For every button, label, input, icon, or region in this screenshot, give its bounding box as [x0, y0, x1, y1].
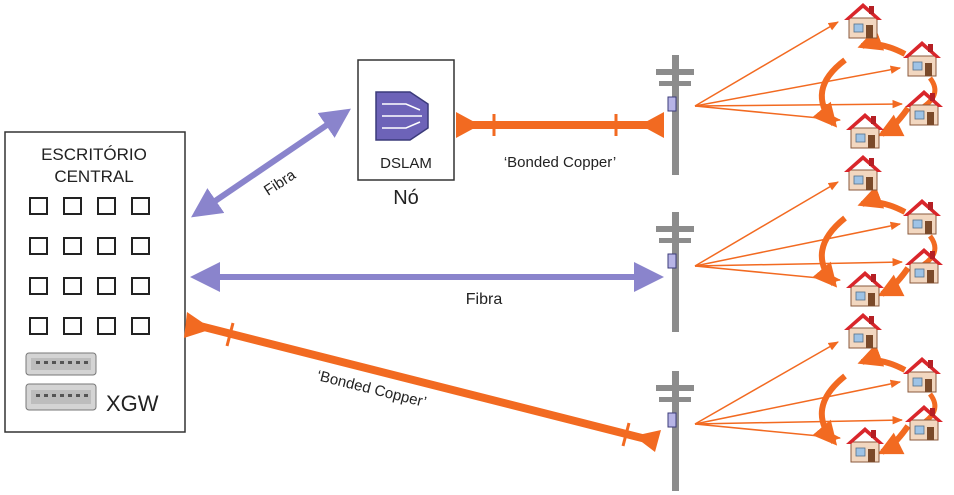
house-icon — [843, 2, 883, 39]
port-icon — [29, 197, 48, 215]
port-icon — [131, 277, 150, 295]
drop-cluster-1 — [694, 2, 944, 149]
copper-link-node-pole — [456, 112, 664, 138]
port-icon — [29, 317, 48, 335]
fiber-label-node: Fibra — [261, 166, 299, 199]
central-office: ESCRITÓRIO CENTRAL — [4, 131, 186, 433]
fiber-link-to-node — [191, 108, 351, 218]
copper-link-office-pole — [184, 312, 661, 452]
port-icon — [131, 197, 150, 215]
central-office-title-line1: ESCRITÓRIO — [41, 145, 147, 164]
house-icon — [843, 154, 883, 191]
port-icon — [97, 237, 116, 255]
drop-cluster-3 — [694, 312, 944, 463]
port-icon — [131, 317, 150, 335]
port-icon — [97, 277, 116, 295]
port-icon — [131, 237, 150, 255]
central-office-title-line2: CENTRAL — [54, 167, 133, 186]
house-icon — [843, 312, 883, 349]
port-icon — [97, 197, 116, 215]
central-office-box — [4, 131, 186, 433]
port-icon — [63, 317, 82, 335]
fiber-label-direct: Fibra — [466, 291, 503, 308]
house-icon — [845, 112, 885, 149]
house-icon — [845, 270, 885, 307]
house-icon — [902, 356, 942, 393]
utility-pole-icon — [655, 212, 695, 332]
house-icon — [904, 89, 944, 126]
dslam-node: DSLAM Nó — [357, 59, 455, 209]
port-icon — [63, 277, 82, 295]
port-icon — [29, 277, 48, 295]
house-icon — [845, 426, 885, 463]
port-grid — [29, 197, 150, 335]
copper-label-office: ‘Bonded Copper’ — [315, 367, 428, 411]
house-icon — [904, 247, 944, 284]
house-icon — [902, 198, 942, 235]
dslam-label: DSLAM — [380, 155, 432, 172]
xgw-label: XGW — [106, 391, 159, 416]
xgw-rack-icon — [25, 352, 97, 411]
port-icon — [63, 237, 82, 255]
dslam-icon — [375, 91, 429, 141]
port-icon — [63, 197, 82, 215]
house-icon — [902, 40, 942, 77]
port-icon — [97, 317, 116, 335]
copper-label-node: ‘Bonded Copper’ — [504, 154, 616, 171]
utility-pole-icon — [655, 370, 695, 492]
port-icon — [29, 237, 48, 255]
node-caption: Nó — [393, 187, 419, 209]
drop-cluster-2 — [694, 154, 944, 307]
house-icon — [904, 404, 944, 441]
